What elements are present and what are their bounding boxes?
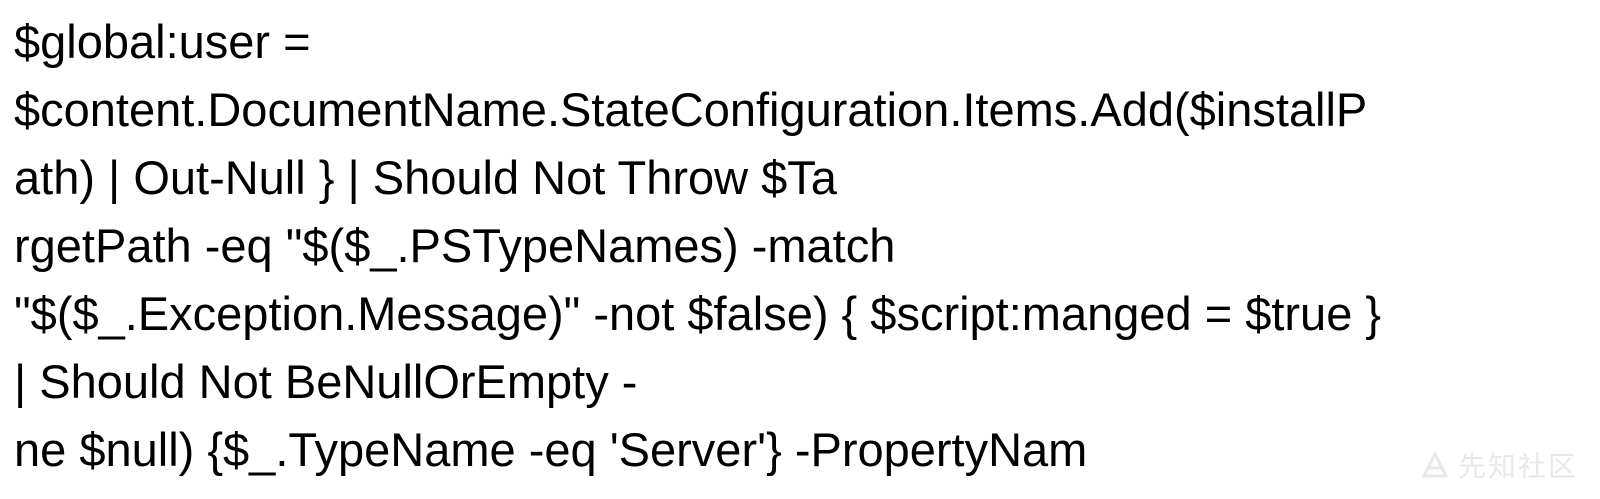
watermark: 先知社区 xyxy=(1420,445,1578,485)
code-line-2: $content.DocumentName.StateConfiguration… xyxy=(14,83,1368,136)
code-line-7: ne $null) {$_.TypeName -eq 'Server'} -Pr… xyxy=(14,423,1088,476)
code-line-4: rgetPath -eq "$($_.PSTypeNames) -match xyxy=(14,219,896,272)
code-line-3: ath) | Out-Null } | Should Not Throw $Ta xyxy=(14,151,837,204)
watermark-text: 先知社区 xyxy=(1457,450,1578,483)
code-line-5: "$($_.Exception.Message)" -not $false) {… xyxy=(14,287,1382,340)
code-line-6: | Should Not BeNullOrEmpty - xyxy=(14,355,638,408)
code-line-1: $global:user = xyxy=(14,15,311,68)
xianzhi-logo-icon xyxy=(1421,450,1449,478)
